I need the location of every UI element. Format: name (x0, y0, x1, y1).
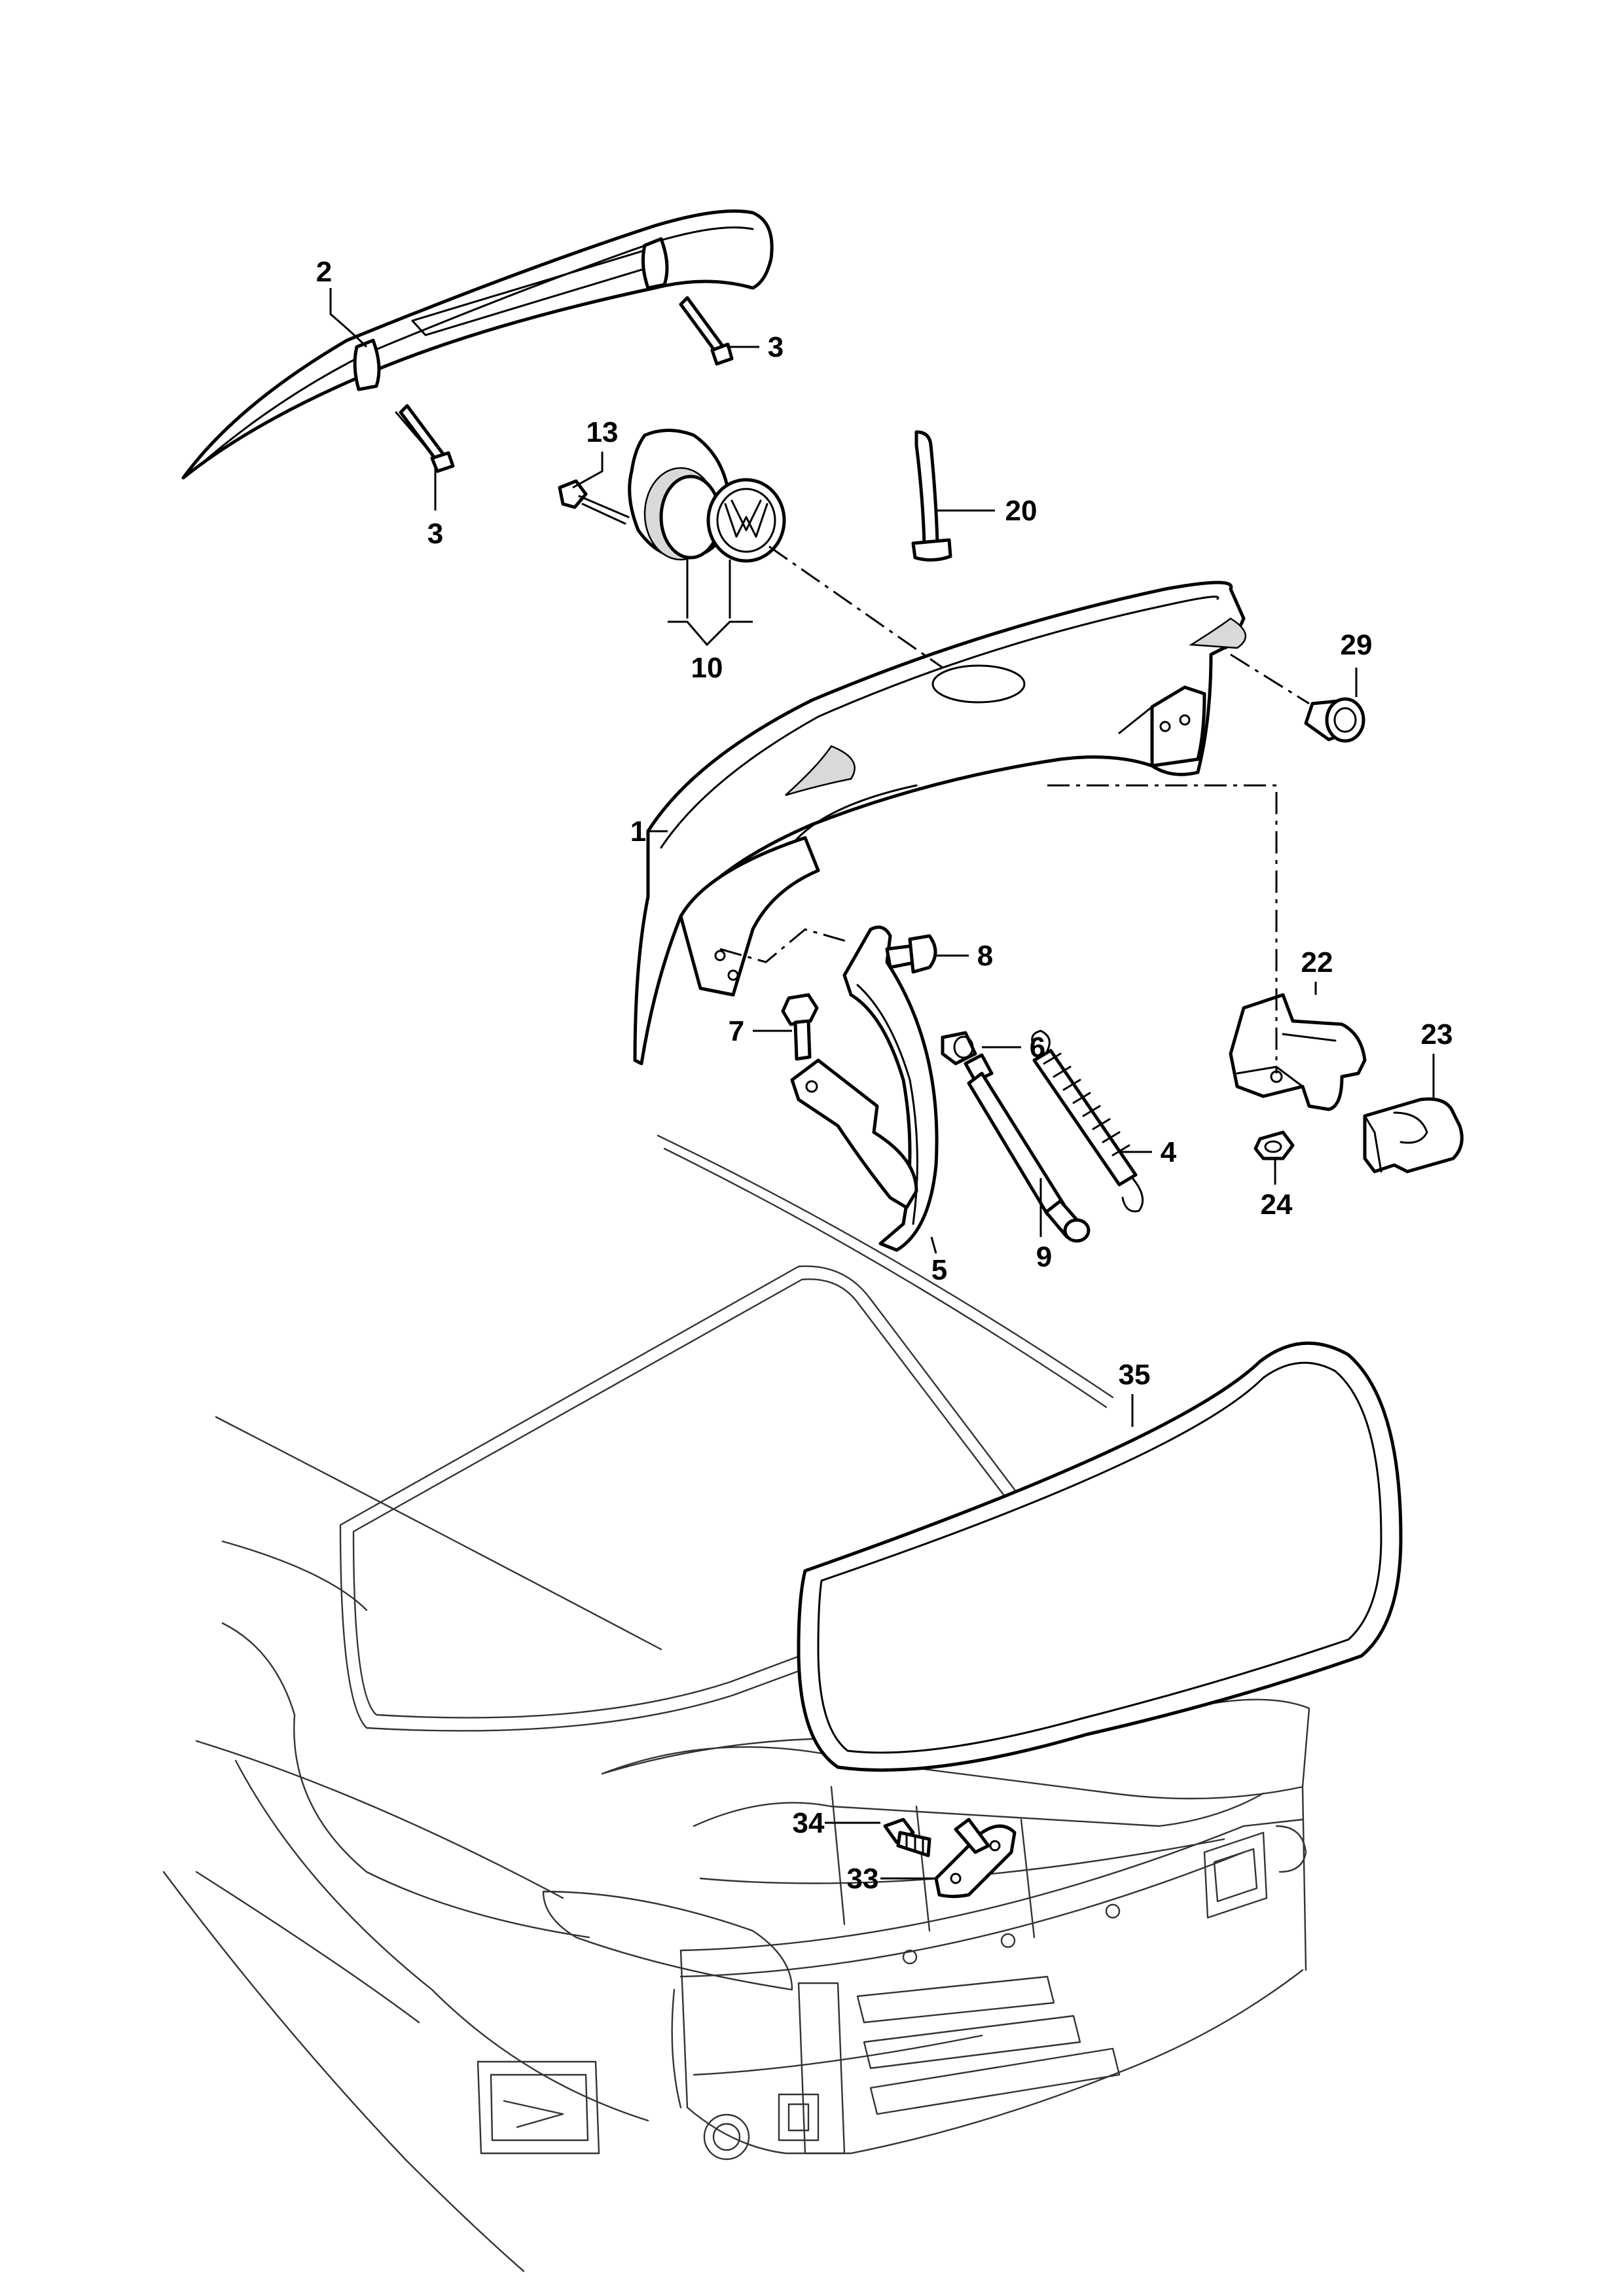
callout-24: 24 (1261, 1189, 1293, 1221)
part-2-rear-spoiler (181, 209, 774, 480)
callout-1: 1 (630, 816, 646, 848)
part-13-10-emblem-assembly (558, 429, 786, 647)
callout-20: 20 (1005, 495, 1038, 527)
assembly-dashed-lines (719, 545, 1310, 1073)
callout-10: 10 (691, 652, 723, 684)
callout-33: 33 (847, 1863, 879, 1895)
part-5-hinge (842, 925, 939, 1252)
part-24-nut (1254, 1130, 1295, 1160)
callout-5: 5 (931, 1254, 947, 1286)
part-20-drain-hose (911, 430, 952, 562)
car-body-outline (162, 1134, 1310, 2272)
callout-23: 23 (1421, 1018, 1453, 1050)
callout-7: 7 (729, 1015, 744, 1047)
part-33-striker-plate (934, 1818, 1017, 1898)
callout-2: 2 (316, 256, 332, 288)
part-3-spoiler-bolt (395, 296, 734, 473)
leader-lines (329, 288, 1435, 1880)
callout-35: 35 (1119, 1359, 1151, 1391)
part-6-bushing (941, 1031, 977, 1066)
callout-34: 34 (793, 1807, 825, 1839)
hinge-bracket (790, 1058, 918, 1210)
callout-3-lower: 3 (427, 518, 443, 550)
part-1-trunk-lid (633, 581, 1247, 1066)
callout-labels: 2 3 3 13 10 20 29 1 8 7 6 4 5 9 22 23 24… (316, 256, 1453, 1895)
callout-6: 6 (1030, 1031, 1045, 1064)
part-7-bolt (781, 993, 819, 1061)
callout-13: 13 (586, 416, 619, 448)
part-4-spring (1031, 1030, 1144, 1213)
part-23-striker-cover (1363, 1097, 1464, 1174)
callout-22: 22 (1301, 946, 1333, 978)
callout-3-upper: 3 (768, 331, 784, 363)
part-35-trunk-seal (797, 1341, 1403, 1772)
callout-29: 29 (1341, 629, 1373, 661)
part-34-bolt (883, 1818, 931, 1857)
callout-4: 4 (1161, 1136, 1177, 1168)
callout-9: 9 (1036, 1241, 1052, 1273)
part-29-bump-stop (1304, 697, 1365, 743)
callout-8: 8 (977, 940, 993, 972)
part-22-trunk-lock (1229, 993, 1367, 1111)
part-8-hinge-bolt (885, 934, 937, 974)
